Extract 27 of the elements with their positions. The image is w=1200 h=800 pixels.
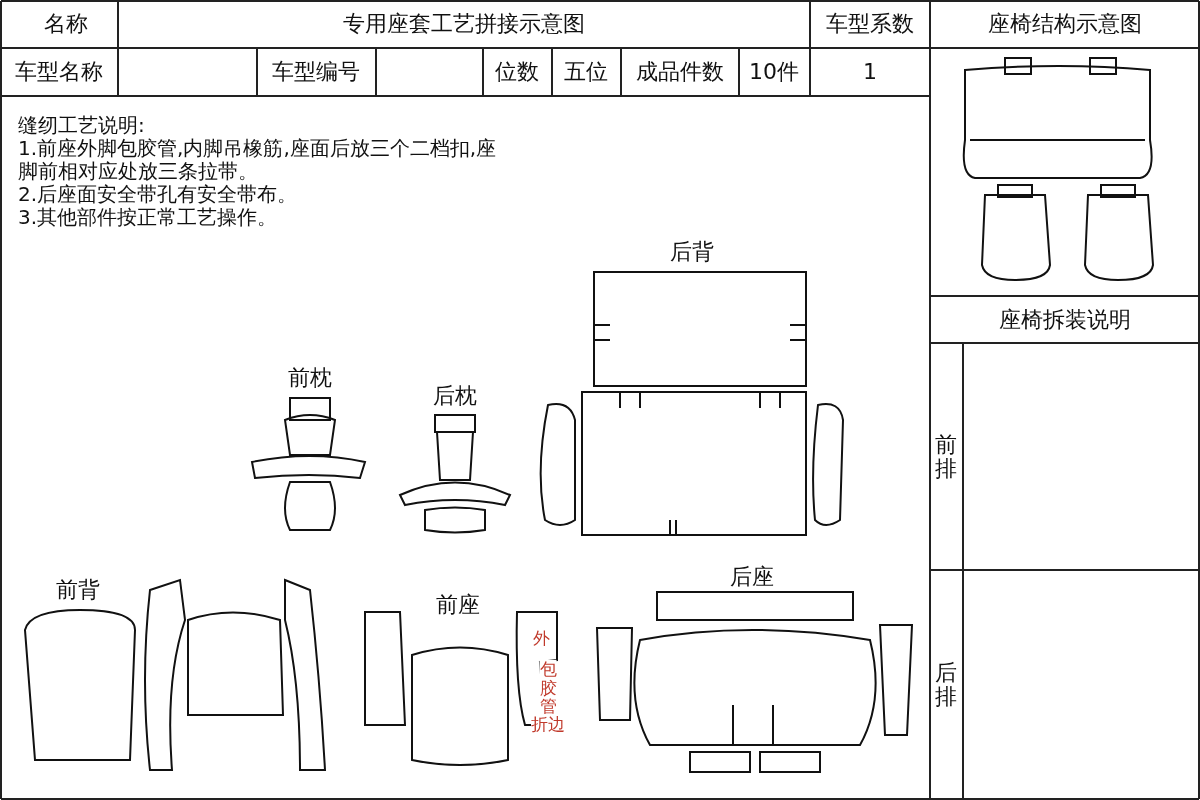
title: 专用座套工艺拼接示意图 xyxy=(343,11,585,37)
part-name: 后背 xyxy=(670,239,714,265)
header-cell: 位数 xyxy=(495,59,539,85)
part-name: 前枕 xyxy=(288,365,332,391)
notes-heading: 缝纫工艺说明: xyxy=(18,114,146,137)
table-cell: 1 xyxy=(863,59,877,85)
annotation-text: 折边 xyxy=(531,714,565,734)
note-text: 2.后座面安全带孔有安全带布。 xyxy=(18,183,299,206)
header-cell: 车型编号 xyxy=(272,59,360,85)
table-cell: 10件 xyxy=(749,59,799,85)
panel-heading: 座椅拆装说明 xyxy=(999,307,1131,333)
part-name: 前座 xyxy=(436,592,480,618)
header-cell: 车型系数 xyxy=(826,11,914,37)
header-cell: 成品件数 xyxy=(636,59,724,85)
part-name: 后枕 xyxy=(433,383,477,409)
header-cell: 车型名称 xyxy=(15,59,103,85)
part-name: 后座 xyxy=(730,564,774,590)
part-name: 前背 xyxy=(56,577,100,603)
annotation-text: 包胶管 xyxy=(539,659,557,717)
table-cell: 五位 xyxy=(564,59,608,85)
panel-heading: 座椅结构示意图 xyxy=(988,11,1142,37)
annotation-text: 外 xyxy=(532,628,550,648)
row-label: 后排 xyxy=(935,660,957,710)
row-label: 前排 xyxy=(935,432,957,482)
header-cell: 名称 xyxy=(44,11,88,37)
note-text: 1.前座外脚包胶管,内脚吊橡筋,座面后放三个二档扣,座脚前相对应处放三条拉带。 xyxy=(18,137,498,183)
note-text: 3.其他部件按正常工艺操作。 xyxy=(18,206,279,229)
